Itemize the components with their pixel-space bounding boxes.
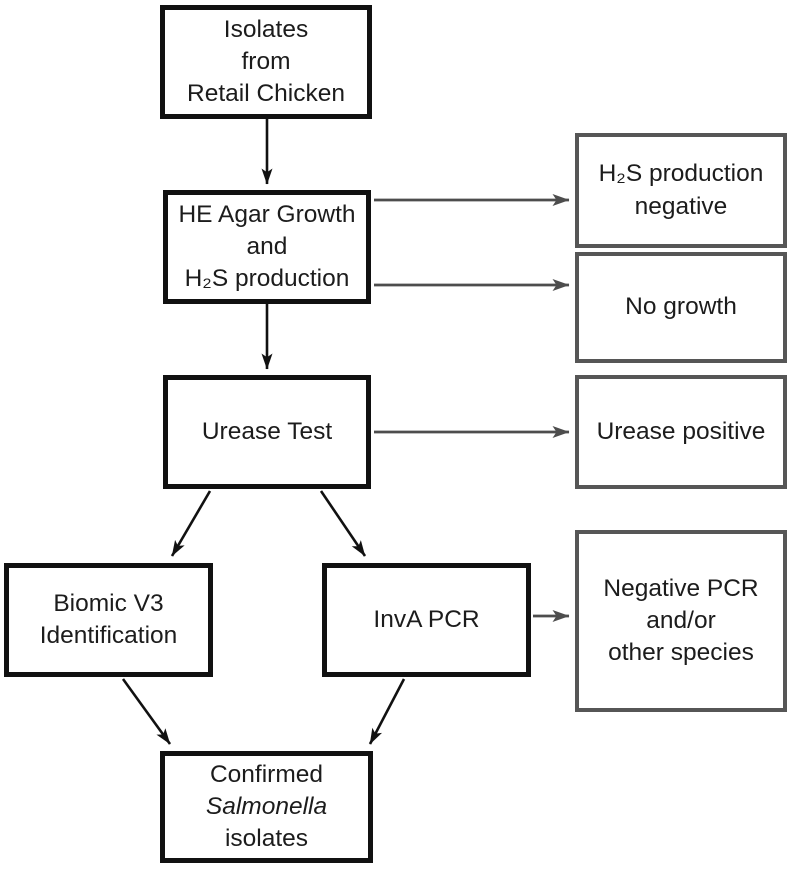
node-urease-positive: Urease positive — [575, 375, 787, 489]
node-label-line: Identification — [39, 622, 178, 649]
node-label-line: No growth — [625, 293, 737, 321]
node-label-line: H₂S production — [184, 265, 350, 293]
node-label-line: Retail Chicken — [187, 80, 345, 108]
node-label-line: InvA PCR — [373, 605, 480, 633]
node-inva-pcr: InvA PCR — [322, 563, 531, 677]
node-label-line-italic: Salmonella — [205, 792, 328, 820]
node-he-agar-growth: HE Agar Growth and H₂S production — [163, 190, 371, 304]
arrow-biomic-to-confirmed — [121, 678, 172, 745]
node-label-line: Confirmed — [209, 760, 323, 788]
node-label-line: and — [246, 232, 288, 260]
node-h2s-production-negative: H₂S production negative — [575, 133, 787, 248]
arrow-urease-test-to-biomic — [170, 490, 212, 557]
node-label-line: Isolates — [223, 15, 309, 43]
node-label-line: isolates — [224, 825, 309, 853]
arrow-urease-test-to-inva-pcr — [319, 490, 367, 557]
node-label-line: Urease positive — [596, 417, 766, 445]
arrow-inva-pcr-to-confirmed — [368, 678, 406, 745]
node-confirmed-salmonella-isolates: Confirmed Salmonella isolates — [160, 751, 373, 863]
node-label-line: other species — [608, 639, 754, 667]
node-label-line: negative — [634, 192, 728, 220]
node-biomic-v3-identification: Biomic V3 Identification — [4, 563, 213, 677]
node-isolates-from-retail-chicken: Isolates from Retail Chicken — [160, 5, 372, 119]
node-label-line: HE Agar Growth — [178, 200, 356, 228]
node-label-line: Urease Test — [201, 417, 333, 445]
node-label-line: Biomic V3 — [53, 589, 164, 617]
node-negative-pcr-other-species: Negative PCR and/or other species — [575, 530, 787, 712]
node-label-line: Negative PCR — [603, 574, 759, 602]
node-label-line: and/or — [646, 606, 716, 634]
node-label-line: H₂S production — [598, 160, 764, 188]
node-urease-test: Urease Test — [163, 375, 371, 489]
node-no-growth: No growth — [575, 252, 787, 363]
node-label-line: from — [241, 47, 291, 75]
